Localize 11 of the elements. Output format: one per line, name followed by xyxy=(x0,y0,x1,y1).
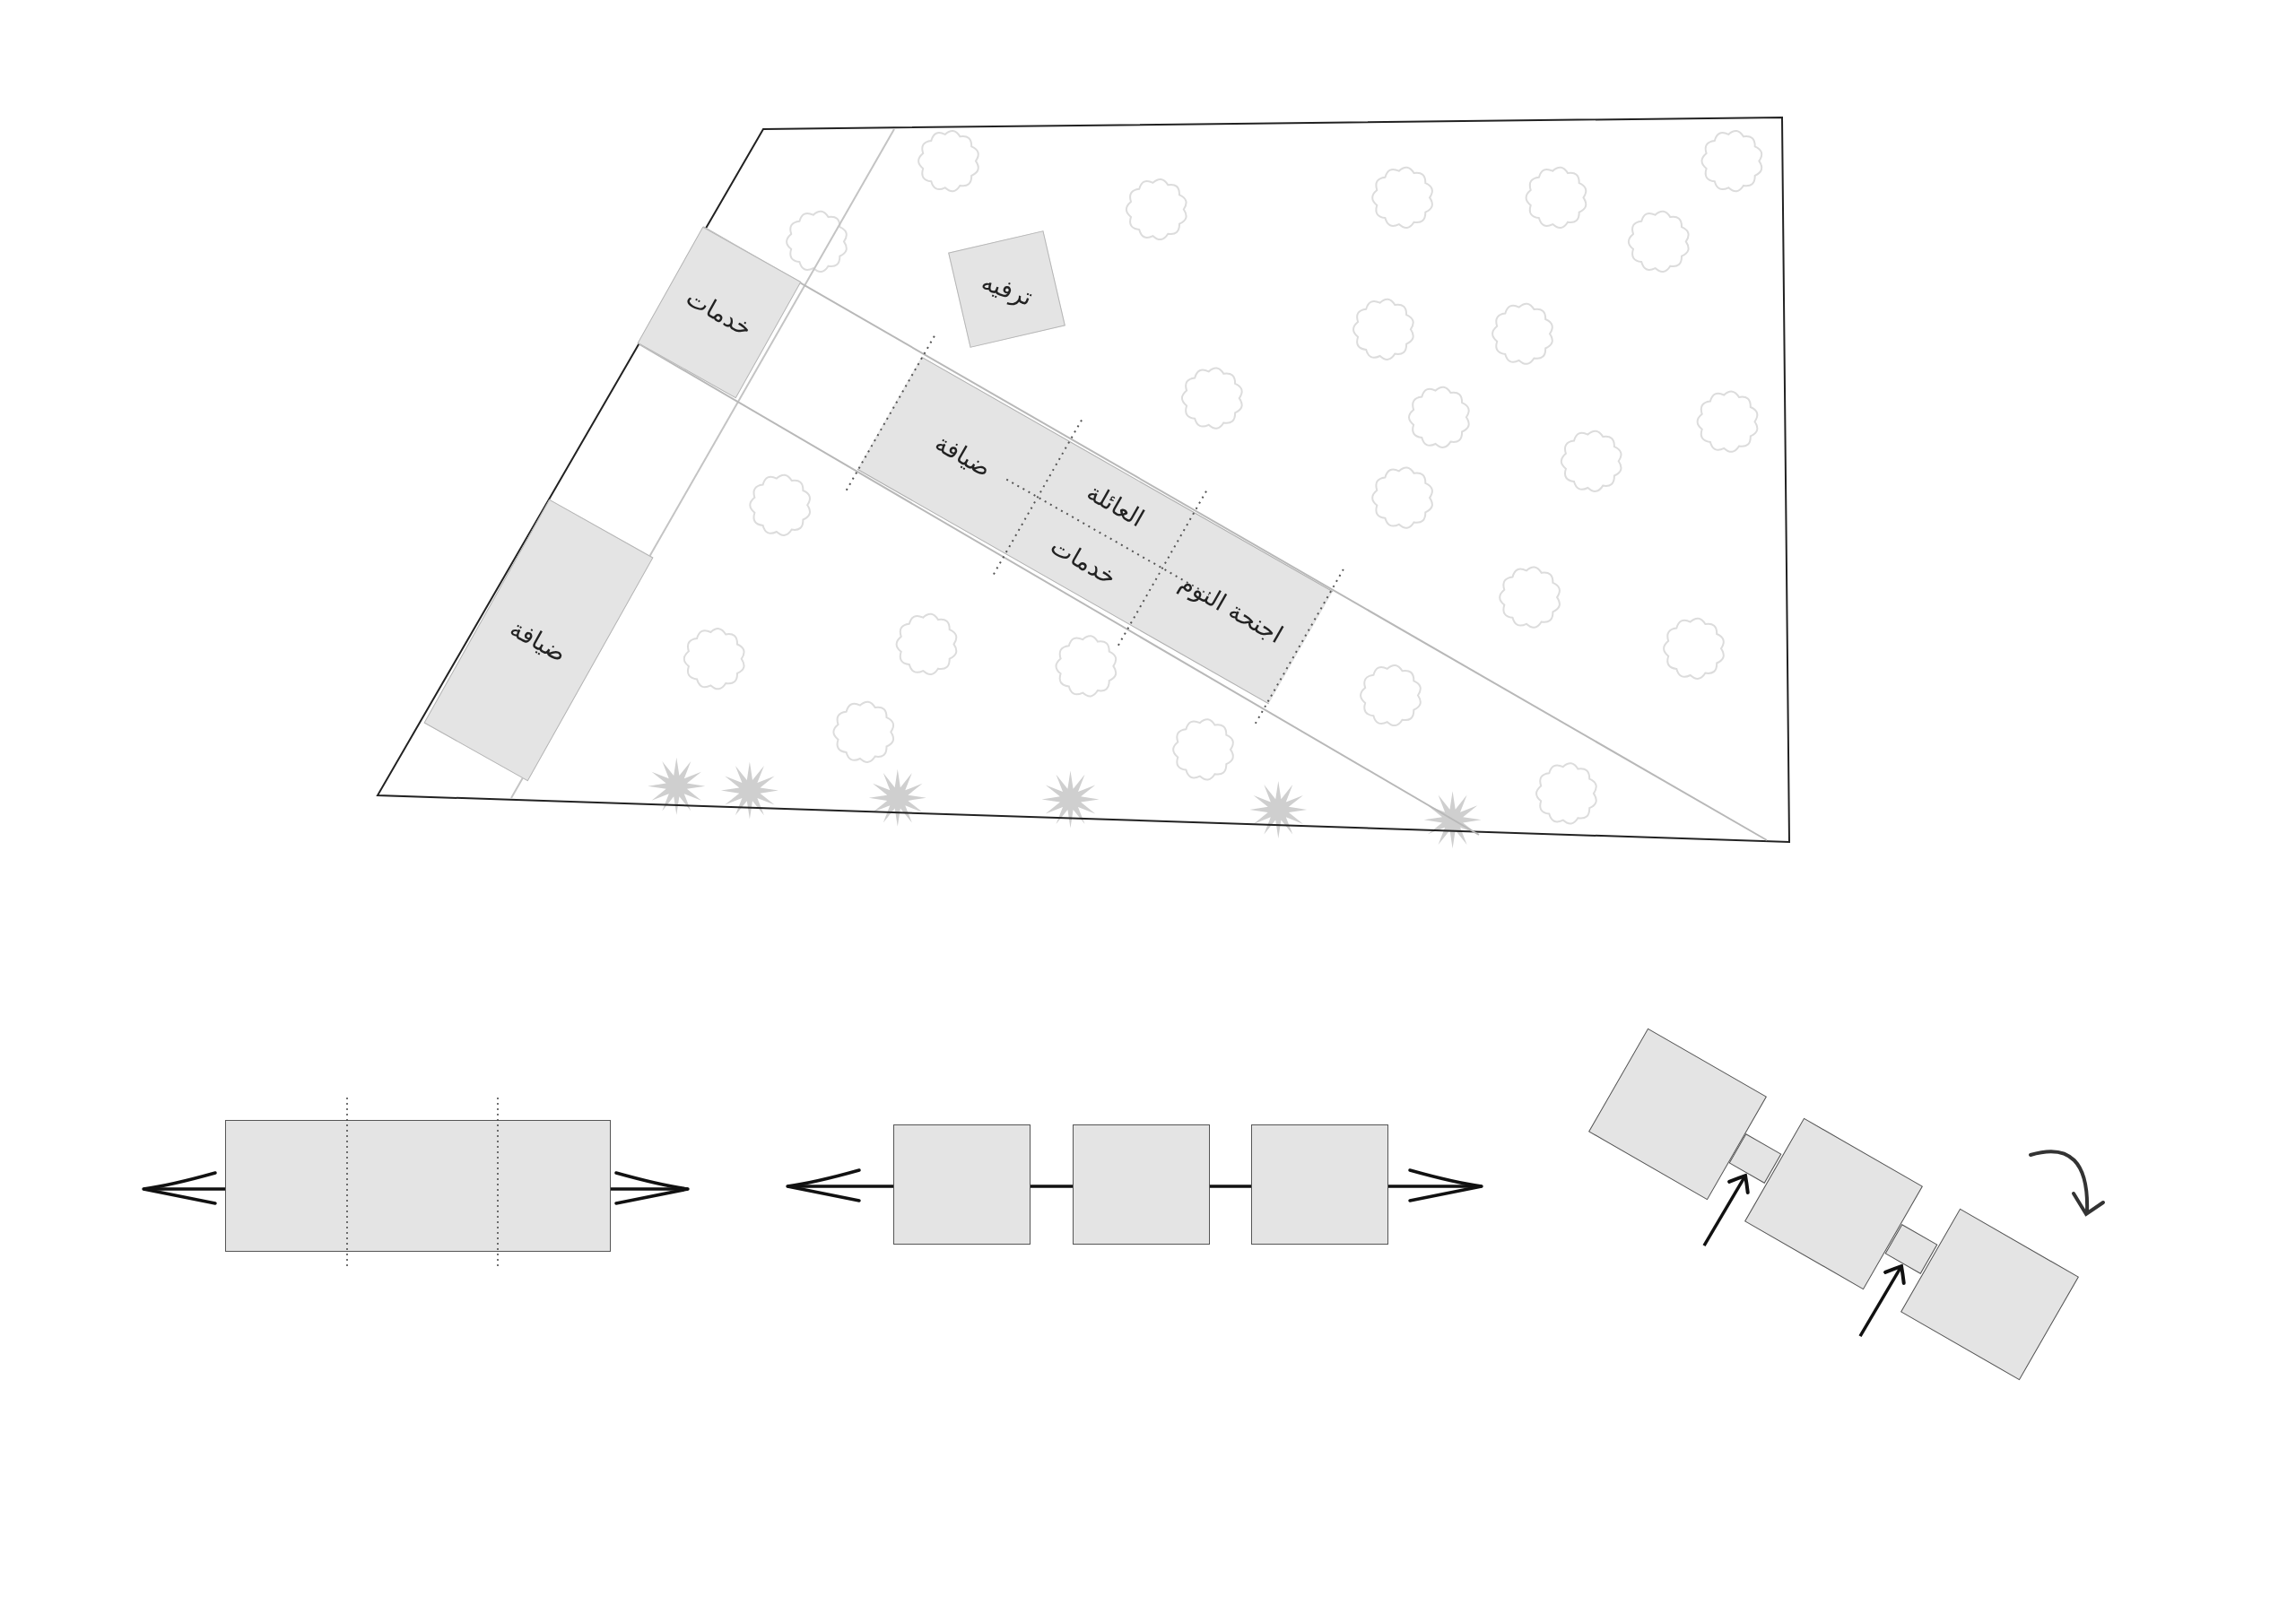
zone-label: ضيافة xyxy=(505,613,571,667)
zone-label: خدمات xyxy=(1046,530,1122,590)
zone-label: اجنحة النوم xyxy=(1175,567,1288,648)
zone-label: خدمات xyxy=(681,282,757,342)
mass-box xyxy=(1250,1124,1388,1245)
mass-box xyxy=(1072,1124,1210,1245)
zone-label: ترفيه xyxy=(977,266,1036,311)
mass-box xyxy=(225,1119,611,1252)
mass-box xyxy=(892,1124,1031,1245)
zone-label: العائلة xyxy=(1082,477,1150,532)
zone-label: ضيافة xyxy=(930,428,996,482)
